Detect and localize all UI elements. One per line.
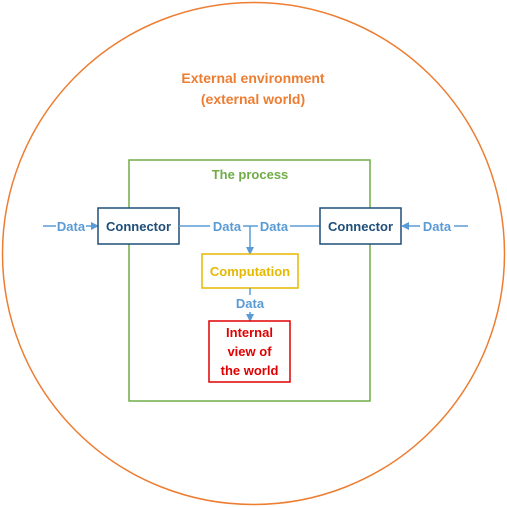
- left-connector-box: [97, 207, 180, 245]
- internal-view-box: [208, 320, 291, 383]
- data-label-down: Data: [236, 296, 265, 311]
- external-environment-label-line2: (external world): [201, 91, 305, 107]
- process-title: The process: [212, 167, 289, 182]
- process-box: [128, 159, 371, 402]
- external-environment-label-line1: External environment: [181, 70, 324, 86]
- data-label-left-in: Data: [57, 219, 86, 234]
- internal-view-label-line2: view of: [227, 344, 272, 359]
- internal-view-label-line1: Internal: [226, 325, 273, 340]
- internal-view-label-line3: the world: [221, 363, 279, 378]
- left-connector-label: Connector: [106, 219, 171, 234]
- computation-label: Computation: [210, 264, 290, 279]
- computation-box: [201, 253, 299, 289]
- data-label-mid-right: Data: [260, 219, 289, 234]
- right-connector-label: Connector: [328, 219, 393, 234]
- data-label-right-in: Data: [423, 219, 452, 234]
- data-label-mid-left: Data: [213, 219, 242, 234]
